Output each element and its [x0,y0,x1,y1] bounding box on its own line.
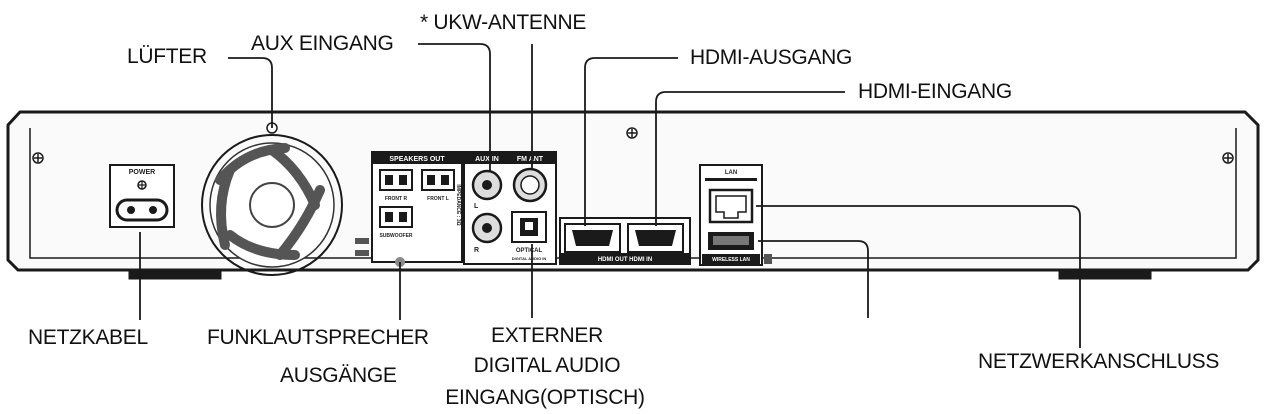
wireless-lan-panel-label: WIRELESS LAN [712,257,750,263]
aux-fm-block: AUX IN FM ANT L R OPTICAL DIGITAL AUDIO … [463,151,557,265]
speaker-out-label-1: LAUTSPRECHER [262,326,429,349]
subwoofer-label: SUBWOOFER [379,233,412,239]
power-panel-label: POWER [129,169,155,176]
wireless-label: FUNK [207,326,263,349]
leader-hdmi-in [655,91,845,226]
speakers-out-block: SPEAKERS OUT FRONT R FRONT L SUBWOOFER I… [355,151,463,267]
leader-lan [756,205,1081,348]
fm-ant-panel-label: FM ANT [517,156,544,163]
power-cord-label: NETZKABEL [28,326,148,349]
aux-l-label: L [474,203,479,210]
leader-lines [139,43,1081,348]
leader-aux [418,43,491,172]
front-l-label: FRONT L [427,196,449,202]
optical-label-3: EINGANG(OPTISCH) [445,386,645,409]
speakers-out-panel-label: SPEAKERS OUT [389,156,445,163]
hdmi-out-label: HDMI-AUSGANG [690,46,853,69]
front-r-label: FRONT R [385,196,408,202]
digital-audio-in-panel-label: DIGITAL AUDIO IN [512,256,547,261]
leader-wireless [758,240,869,318]
leader-hdmi-out [584,57,678,226]
fm-antenna-label: * UKW-ANTENNE [420,11,587,34]
impedance-label: IMPEDANCE : 3Ω [455,184,461,225]
leader-fan [228,57,273,128]
aux-in-panel-label: AUX IN [475,156,499,163]
aux-r-label: R [474,247,479,254]
aux-in-label: AUX EINGANG [251,32,394,55]
hdmi-in-label: HDMI-EINGANG [858,80,1012,103]
lan-panel-label: LAN [725,170,737,176]
optical-label-1: EXTERNER [491,324,603,347]
hdmi-out-in-panel-label: HDMI OUT HDMI IN [598,257,652,263]
hdmi-block: HDMI OUT HDMI IN [559,217,691,265]
fan-icon [201,134,343,276]
network-label: NETZWERKANSCHLUSS [978,350,1220,373]
fan-label: LÜFTER [127,45,207,68]
optical-panel-label: OPTICAL [516,248,543,254]
speaker-out-label-2: AUSGÄNGE [280,364,397,387]
power-socket: POWER [109,164,175,228]
lan-block: LAN WIRELESS LAN [699,164,772,266]
optical-label-2: DIGITAL AUDIO [473,354,621,377]
